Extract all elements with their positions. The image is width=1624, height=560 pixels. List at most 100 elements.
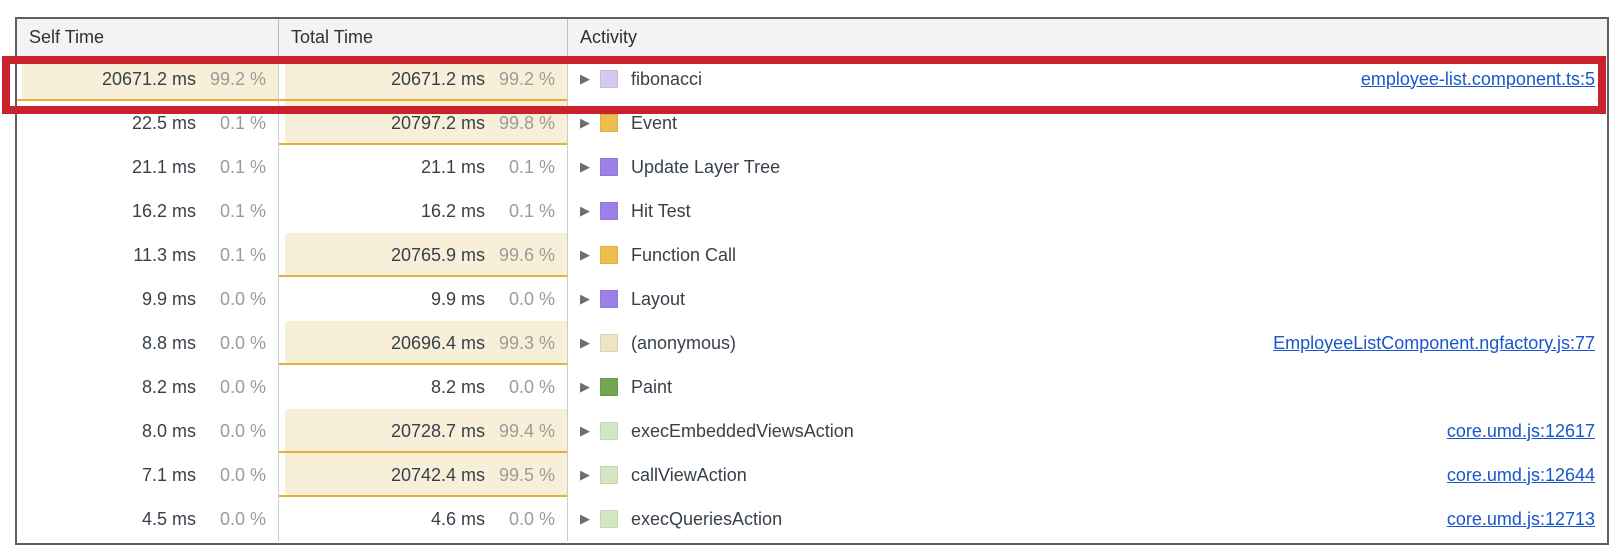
activity-label: Update Layer Tree [631,156,781,177]
self-time-percent: 0.0 % [219,508,266,529]
total-time-percent: 0.1 % [508,156,555,177]
activity-cell[interactable]: ▶Function Call [568,233,1607,277]
activity-category-swatch-icon [600,202,618,220]
total-time-percent: 99.5 % [498,464,555,485]
activity-category-swatch-icon [600,114,618,132]
activity-category-swatch-icon [600,510,618,528]
table-row[interactable]: 11.3 ms 0.1 % 20765.9 ms 99.6 % ▶Function Ca… [17,233,1607,277]
triangle-right-icon[interactable]: ▶ [580,247,590,262]
activity-category-swatch-icon [600,290,618,308]
total-time-percent: 99.2 % [498,68,555,89]
grid-header-row: Self Time Total Time Activity [17,19,1607,57]
triangle-right-icon[interactable]: ▶ [580,71,590,86]
activity-label: Hit Test [631,200,691,221]
activity-cell[interactable]: ▶ Layout [568,277,1607,321]
self-time-value: 8.2 ms [141,376,196,397]
self-time-value: 8.8 ms [141,332,196,353]
activity-cell[interactable]: ▶ execEmbeddedViewsAction core.umd.js:1261… [568,409,1607,453]
activity-category-swatch-icon [600,378,618,396]
activity-category-swatch-icon [600,422,618,440]
self-time-cell[interactable]: 8.2 ms 0.0 % [17,365,279,409]
activity-cell[interactable]: ▶ Hit Test [568,189,1607,233]
total-time-value: 20671.2 ms [390,68,485,89]
activity-label: Layout [631,288,686,309]
column-header-total-time[interactable]: Total Time [279,19,568,56]
total-time-cell[interactable]: 20671.2 ms 99.2 % [279,57,568,101]
triangle-right-icon[interactable]: ▶ [580,335,590,350]
total-time-percent: 0.0 % [508,508,555,529]
self-time-percent: 0.0 % [219,376,266,397]
triangle-right-icon[interactable]: ▶ [580,379,590,394]
triangle-right-icon[interactable]: ▶ [580,291,590,306]
triangle-right-icon[interactable]: ▶ [580,511,590,526]
column-header-activity[interactable]: Activity [568,19,1607,56]
source-location-link[interactable]: core.umd.js:12644 [1446,464,1595,485]
source-location-link[interactable]: employee-list.component.ts:5 [1360,68,1595,89]
self-time-percent: 0.1 % [219,200,266,221]
triangle-right-icon[interactable]: ▶ [580,159,590,174]
source-location-link[interactable]: core.umd.js:12713 [1446,508,1595,529]
self-time-value: 16.2 ms [131,200,196,221]
self-time-cell[interactable]: 22.5 ms 0.1 % [17,101,279,145]
triangle-right-icon[interactable]: ▶ [580,115,590,130]
self-time-value: 11.3 ms [133,244,196,265]
total-time-percent: 99.3 % [498,332,555,353]
self-time-value: 8.0 ms [141,420,196,441]
activity-category-swatch-icon [600,246,618,264]
column-header-self-time[interactable]: Self Time [17,19,279,56]
activity-cell[interactable]: ▶ Update Layer Tree [568,145,1607,189]
self-time-percent: 0.1 % [219,244,266,265]
activity-label: execEmbeddedViewsAction [631,420,854,441]
activity-cell[interactable]: ▶Paint [568,365,1607,409]
self-time-cell[interactable]: 16.2 ms 0.1 % [17,189,279,233]
triangle-right-icon[interactable]: ▶ [580,467,590,482]
triangle-right-icon[interactable]: ▶ [580,203,590,218]
activity-category-swatch-icon [600,158,618,176]
activity-label: Event [631,112,678,133]
column-header-label: Activity [580,27,638,47]
self-time-percent: 0.1 % [219,112,266,133]
triangle-right-icon[interactable]: ▶ [580,423,590,438]
total-time-percent: 99.6 % [498,244,555,265]
activity-cell[interactable]: ▶(anonymous)EmployeeListComponent.ngfact… [568,321,1607,365]
source-location-link[interactable]: core.umd.js:12617 [1446,420,1595,441]
total-time-percent: 0.1 % [508,200,555,221]
self-time-value: 22.5 ms [131,112,196,133]
total-time-cell[interactable]: 20765.9 ms 99.6 % [279,233,568,277]
self-time-percent: 0.0 % [219,464,266,485]
activity-category-swatch-icon [600,334,618,352]
total-time-value: 20765.9 ms [390,244,485,265]
activity-cell[interactable]: ▶ Event [568,101,1607,145]
self-time-cell[interactable]: 11.3 ms 0.1 % [17,233,279,277]
source-location-link[interactable]: EmployeeListComponent.ngfactory.js:77 [1273,332,1595,353]
